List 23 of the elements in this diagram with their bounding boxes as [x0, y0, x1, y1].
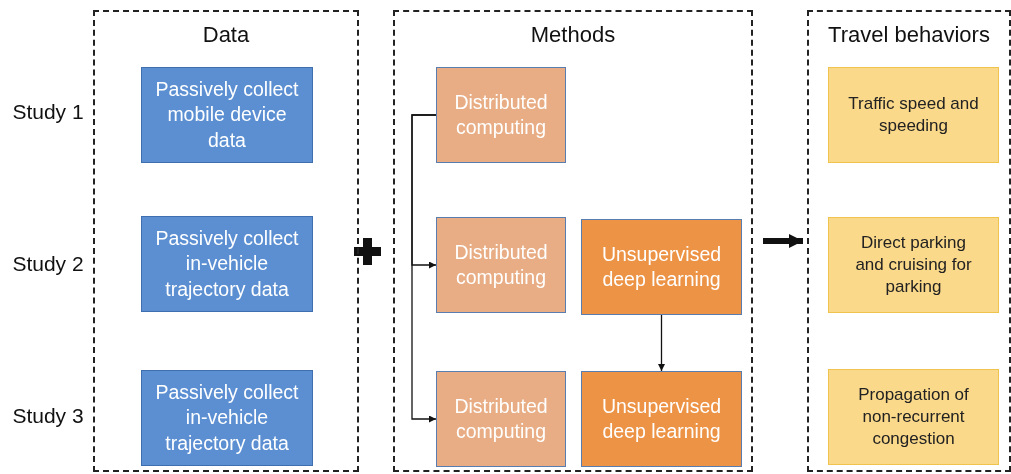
- data-box: Passively collect mobile device data: [141, 67, 313, 163]
- method-box: Unsupervised deep learning: [581, 371, 742, 467]
- row-label: Study 2: [11, 252, 85, 276]
- panel-heading: Methods: [529, 22, 617, 48]
- row-label: Study 1: [11, 100, 85, 124]
- method-box: Distributed computing: [436, 217, 566, 313]
- behavior-box: Direct parking and cruising for parking: [828, 217, 999, 313]
- behavior-box: Traffic speed and speeding: [828, 67, 999, 163]
- arrow: [658, 314, 665, 372]
- dashed-panel: [393, 10, 753, 472]
- dashed-panel: [807, 10, 1011, 472]
- behavior-box: Propagation of non-recurrent congestion: [828, 369, 999, 465]
- method-box: Unsupervised deep learning: [581, 219, 742, 315]
- method-box: Distributed computing: [436, 67, 566, 163]
- method-box: Distributed computing: [436, 371, 566, 467]
- data-box: Passively collect in-vehicle trajectory data: [141, 216, 313, 312]
- arrow: [411, 114, 437, 423]
- data-box: Passively collect in-vehicle trajectory data: [141, 370, 313, 466]
- block-arrow: [763, 234, 803, 248]
- dashed-panel: [93, 10, 359, 472]
- panel-heading: Travel behaviors: [827, 22, 991, 48]
- row-label: Study 3: [11, 404, 85, 428]
- panel-heading: Data: [201, 22, 251, 48]
